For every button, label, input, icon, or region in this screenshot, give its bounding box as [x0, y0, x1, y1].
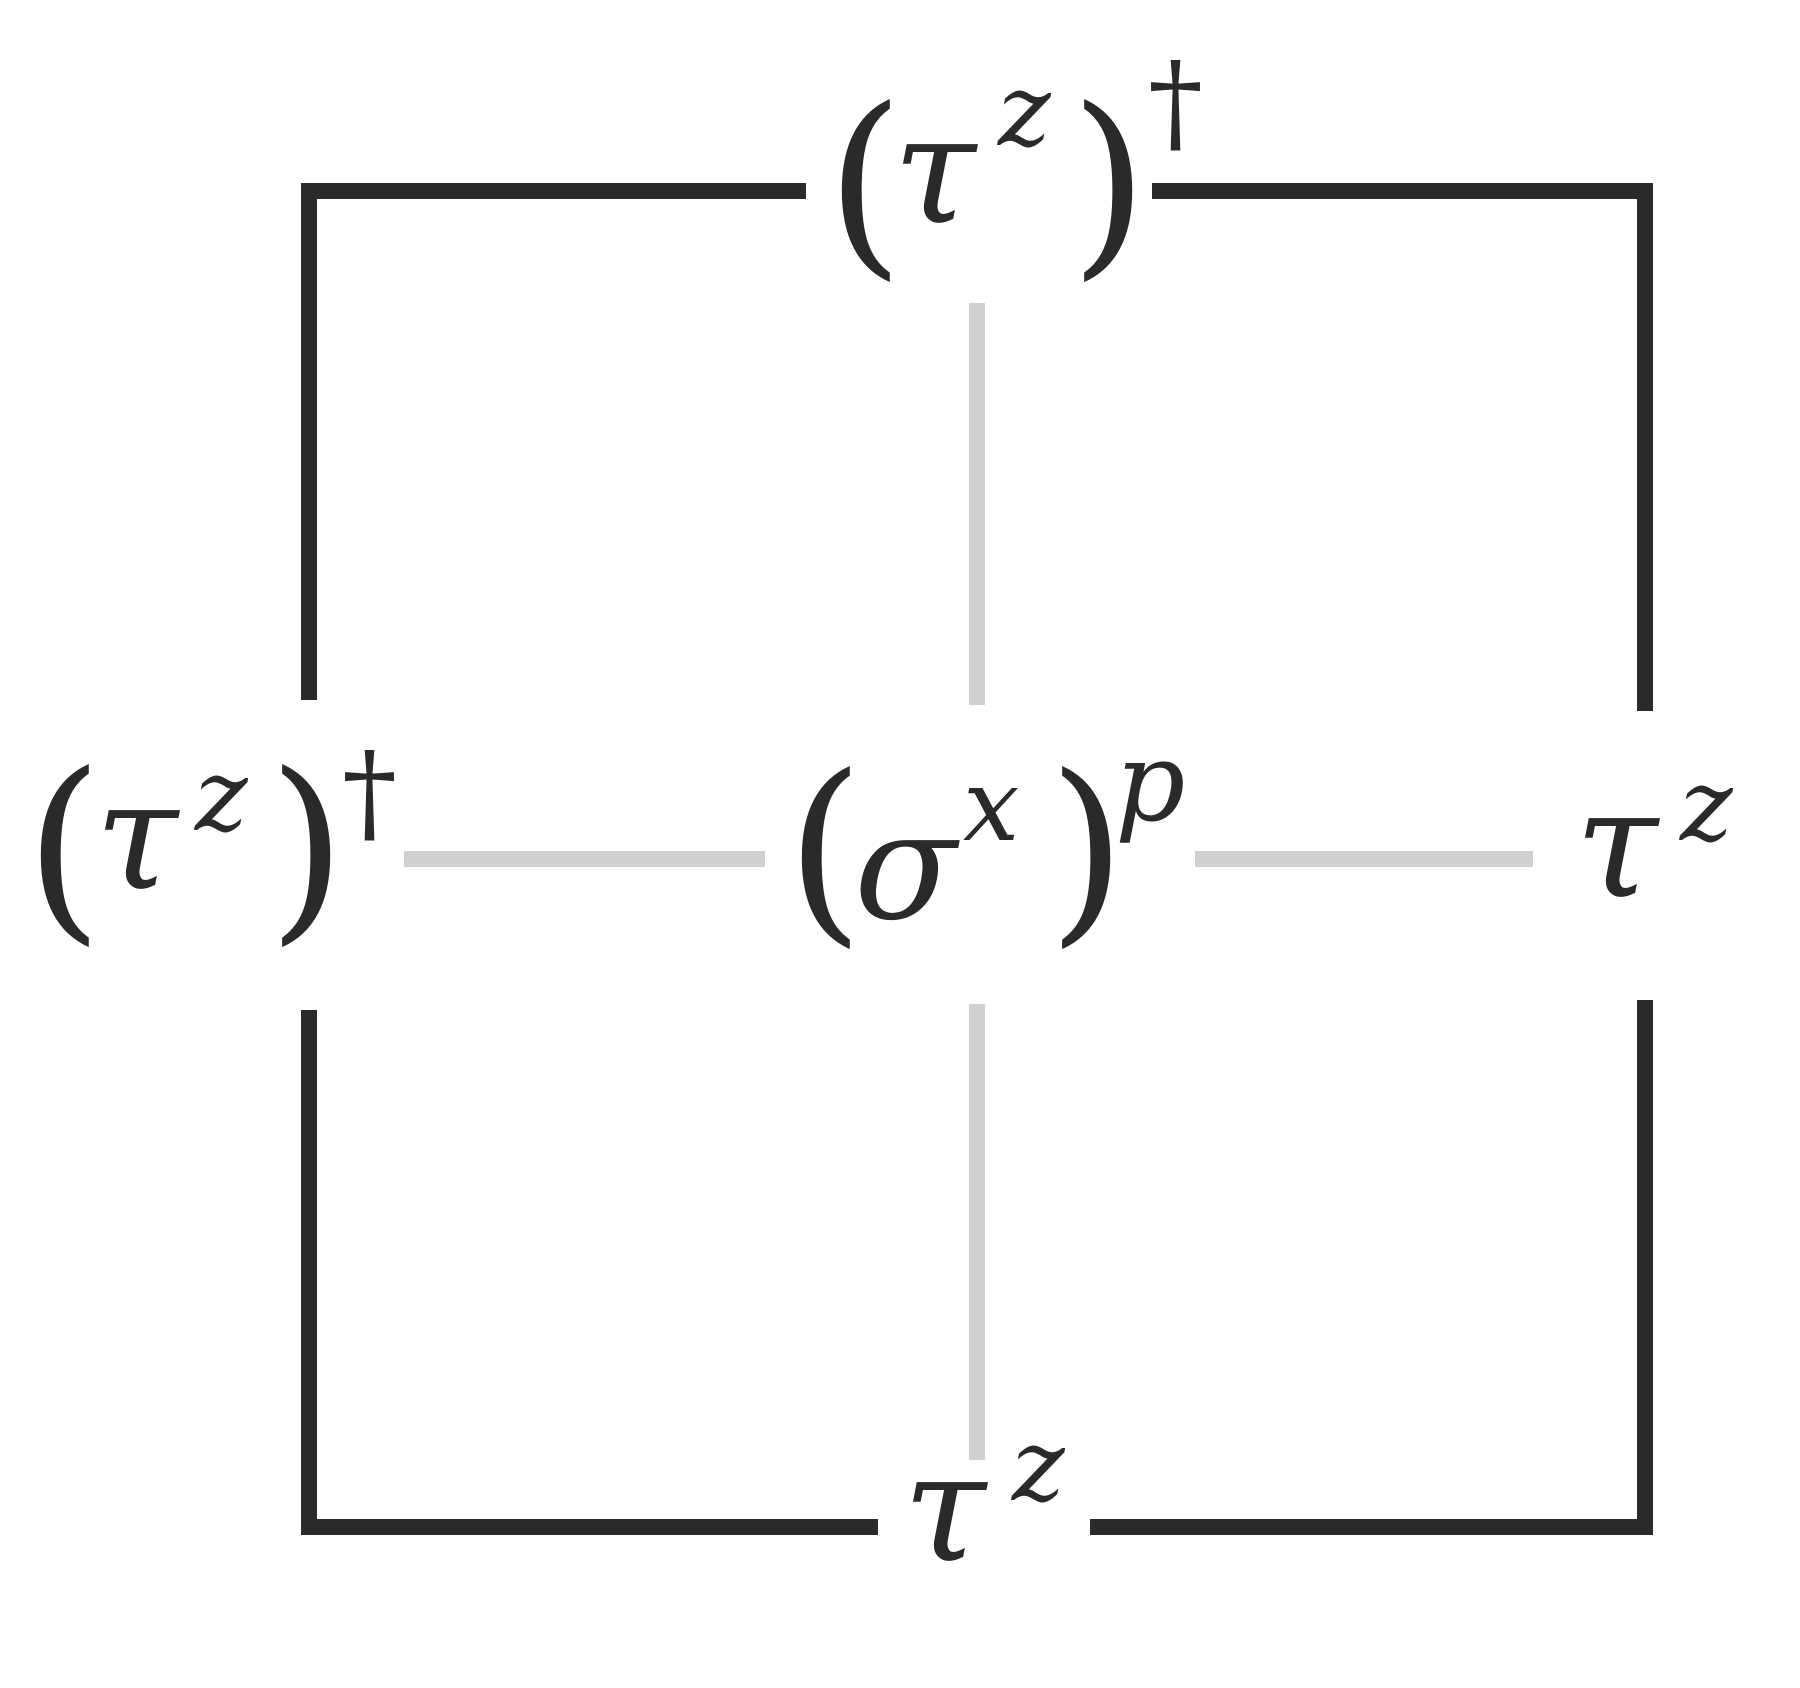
bottom-tau: τ: [903, 1422, 988, 1596]
label-left: ( τ z ) †: [25, 728, 397, 964]
label-bottom: τ z: [903, 1407, 1066, 1596]
top-open-paren: (: [826, 66, 904, 299]
center-sup-x: x: [963, 747, 1019, 864]
left-close-paren: ): [268, 731, 346, 964]
top-tau: τ: [893, 84, 978, 258]
label-right: τ z: [1575, 747, 1734, 932]
right-tau: τ: [1575, 758, 1660, 932]
top-sup-z: z: [997, 52, 1052, 169]
right-sup-z: z: [1679, 747, 1734, 864]
frame-bottom-left: [301, 1010, 878, 1535]
outer-frame: [301, 183, 1653, 1535]
left-dagger: †: [342, 728, 397, 856]
frame-bottom-right: [1090, 1000, 1653, 1535]
center-sup-p: p: [1115, 718, 1185, 846]
center-close-paren: ): [1048, 733, 1126, 966]
frame-top-left: [301, 183, 806, 700]
bottom-sup-z: z: [1011, 1407, 1066, 1524]
top-dagger: †: [1148, 38, 1203, 166]
frame-top-right: [1152, 183, 1653, 711]
center-sigma: σ: [854, 780, 960, 954]
left-sup-z: z: [194, 737, 249, 854]
label-center: ( σ x ) p: [786, 718, 1185, 966]
top-close-paren: ): [1070, 66, 1148, 299]
left-open-paren: (: [25, 731, 103, 964]
label-top: ( τ z ) †: [826, 38, 1203, 299]
left-tau: τ: [95, 750, 180, 924]
inner-cross: [404, 303, 1533, 1460]
center-open-paren: (: [786, 733, 864, 966]
